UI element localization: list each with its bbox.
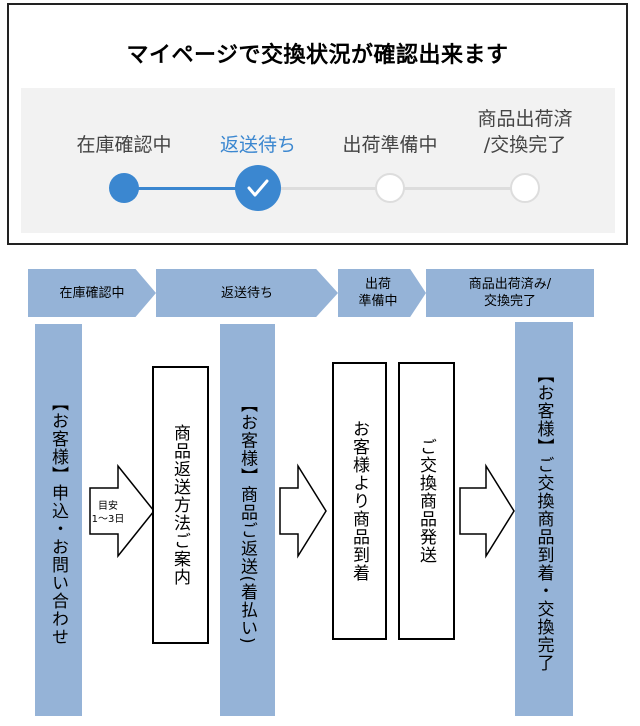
flow-step-text: ご交換商品発送 [416, 438, 436, 564]
flow-step-text: 【お客様】ご交換商品到着・交換完了 [533, 366, 554, 672]
checkmark-icon [247, 179, 269, 197]
flow-step-text: 【お客様】申込・お問い合わせ [48, 394, 68, 646]
progress-line-done [124, 187, 258, 190]
flow-step-text: お客様より商品到着 [349, 420, 369, 582]
flow-step-text: 商品返送方法ご案内 [170, 424, 190, 586]
flow-step-item-received: お客様より商品到着 [332, 362, 387, 640]
panel-title: マイページで交換状況が確認出来ます [126, 43, 509, 68]
flow-header-awaiting-return: 返送待ち [156, 269, 338, 317]
arrow-right-icon [279, 463, 327, 559]
arrow-right-icon [89, 463, 155, 559]
flow-step-return-instructions: 商品返送方法ご案内 [152, 366, 209, 644]
step-dot-preparing-shipment [375, 173, 405, 203]
status-panel: マイページで交換状況が確認出来ます 在庫確認中 返送待ち 出荷準備中 商品出荷済… [7, 3, 628, 245]
flow-step-text: 【お客様】商品ご返送(着払い) [237, 395, 257, 645]
flow-step-customer-inquiry: 【お客様】申込・お問い合わせ [35, 324, 82, 716]
flow-step-customer-return: 【お客様】商品ご返送(着払い) [220, 324, 275, 716]
step-label-awaiting-return: 返送待ち [219, 134, 297, 156]
flow-step-exchange-complete: 【お客様】ご交換商品到着・交換完了 [515, 322, 573, 716]
flow-step-replacement-shipped: ご交換商品発送 [398, 362, 455, 640]
step-dot-stock-check [109, 173, 139, 203]
step-dot-awaiting-return [235, 165, 281, 211]
step-label-shipped-complete: 商品出荷済 /交換完了 [477, 108, 573, 156]
flow-header-stock-check: 在庫確認中 [28, 269, 156, 317]
progress-tracker: 在庫確認中 返送待ち 出荷準備中 商品出荷済 /交換完了 [21, 88, 615, 233]
arrow-right-icon [459, 463, 515, 559]
step-label-stock-check: 在庫確認中 [76, 134, 172, 156]
step-label-preparing-shipment: 出荷準備中 [342, 134, 438, 156]
flow-header-preparing: 出荷準備中 [338, 269, 426, 317]
step-dot-shipped-complete [510, 173, 540, 203]
flow-header-shipped-complete: 商品出荷済み/交換完了 [426, 269, 594, 317]
